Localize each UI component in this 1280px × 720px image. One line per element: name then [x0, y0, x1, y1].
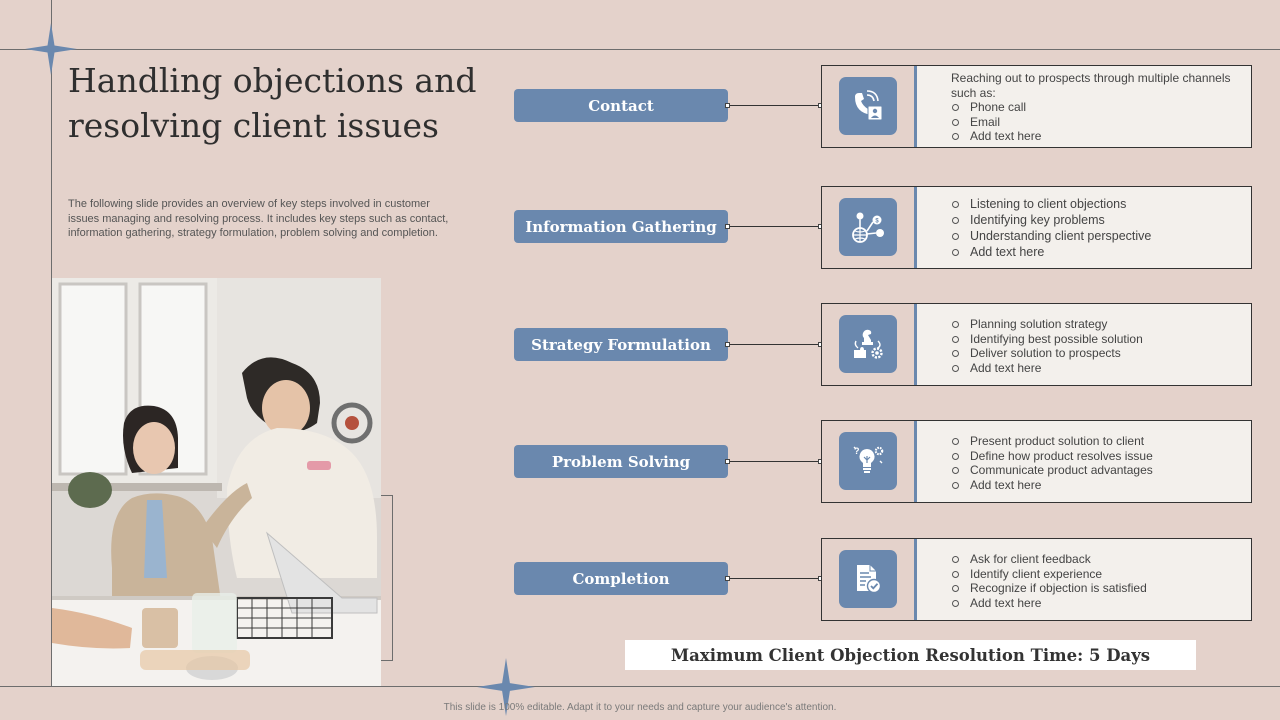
bottom-divider — [0, 686, 1280, 687]
list-item: Deliver solution to prospects — [951, 346, 1243, 361]
office-meeting-photo — [52, 278, 381, 686]
page-title: Handling objections and resolving client… — [68, 61, 477, 145]
svg-text:$: $ — [875, 219, 879, 225]
icon-panel: ? — [822, 421, 917, 502]
step-card-text: Reaching out to prospects through multip… — [951, 71, 1243, 144]
step-connector — [728, 461, 822, 462]
icon-panel: $ — [822, 187, 917, 268]
step-card-text: Ask for client feedback Identify client … — [951, 552, 1243, 610]
step-connector — [728, 105, 822, 106]
photo-bracket — [381, 495, 393, 661]
list-item: Listening to client objections — [951, 196, 1243, 212]
list-item: Ask for client feedback — [951, 552, 1243, 567]
document-check-icon — [839, 550, 897, 608]
list-item: Add text here — [951, 478, 1243, 493]
sparkle-star-icon — [25, 23, 77, 75]
step-connector — [728, 226, 822, 227]
step-connector — [728, 578, 822, 579]
icon-panel — [822, 304, 917, 385]
strategy-chess-icon — [839, 315, 897, 373]
list-item: Email — [951, 115, 1243, 130]
list-item: Add text here — [951, 596, 1243, 611]
list-item: Planning solution strategy — [951, 317, 1243, 332]
step-bullet-list: Ask for client feedback Identify client … — [951, 552, 1243, 610]
list-item: Present product solution to client — [951, 434, 1243, 449]
step-connector — [728, 344, 822, 345]
step-pill-contact: Contact — [514, 89, 728, 122]
step-card-text: Listening to client objections Identifyi… — [951, 196, 1243, 260]
step-bullet-list: Planning solution strategy Identifying b… — [951, 317, 1243, 375]
list-item: Add text here — [951, 129, 1243, 144]
phone-contact-icon — [839, 77, 897, 135]
svg-text:?: ? — [854, 446, 860, 456]
step-bullet-list: Listening to client objections Identifyi… — [951, 196, 1243, 260]
list-item: Add text here — [951, 361, 1243, 376]
list-item: Identifying key problems — [951, 212, 1243, 228]
step-card-completion: Ask for client feedback Identify client … — [821, 538, 1252, 621]
step-pill-strategy-formulation: Strategy Formulation — [514, 328, 728, 361]
connector-dot — [725, 224, 730, 229]
icon-panel — [822, 66, 917, 147]
step-bullet-list: Phone call Email Add text here — [951, 100, 1243, 144]
step-card-problem-solving: ? Present product solution to client Def… — [821, 420, 1252, 503]
list-item: Define how product resolves issue — [951, 449, 1243, 464]
step-bullet-list: Present product solution to client Defin… — [951, 434, 1243, 492]
step-card-information-gathering: $ Listening to client objections Identif… — [821, 186, 1252, 269]
step-intro: Reaching out to prospects through multip… — [951, 71, 1231, 100]
step-card-contact: Reaching out to prospects through multip… — [821, 65, 1252, 148]
list-item: Communicate product advantages — [951, 463, 1243, 478]
connector-dot — [725, 459, 730, 464]
list-item: Identifying best possible solution — [951, 332, 1243, 347]
list-item: Phone call — [951, 100, 1243, 115]
step-card-strategy-formulation: Planning solution strategy Identifying b… — [821, 303, 1252, 386]
step-pill-problem-solving: Problem Solving — [514, 445, 728, 478]
resolution-time-banner: Maximum Client Objection Resolution Time… — [625, 640, 1196, 670]
step-pill-information-gathering: Information Gathering — [514, 210, 728, 243]
list-item: Add text here — [951, 244, 1243, 260]
information-network-icon: $ — [839, 198, 897, 256]
connector-dot — [725, 576, 730, 581]
icon-panel — [822, 539, 917, 620]
top-divider — [0, 49, 1280, 50]
step-card-text: Present product solution to client Defin… — [951, 434, 1243, 492]
slide-description: The following slide provides an overview… — [68, 198, 449, 239]
step-card-text: Planning solution strategy Identifying b… — [951, 317, 1243, 375]
sparkle-star-icon — [477, 658, 535, 716]
step-pill-completion: Completion — [514, 562, 728, 595]
list-item: Recognize if objection is satisfied — [951, 581, 1243, 596]
left-divider — [51, 0, 52, 687]
connector-dot — [725, 103, 730, 108]
list-item: Identify client experience — [951, 567, 1243, 582]
connector-dot — [725, 342, 730, 347]
idea-bulb-icon: ? — [839, 432, 897, 490]
footer-note: This slide is 100% editable. Adapt it to… — [443, 702, 837, 713]
list-item: Understanding client perspective — [951, 228, 1243, 244]
